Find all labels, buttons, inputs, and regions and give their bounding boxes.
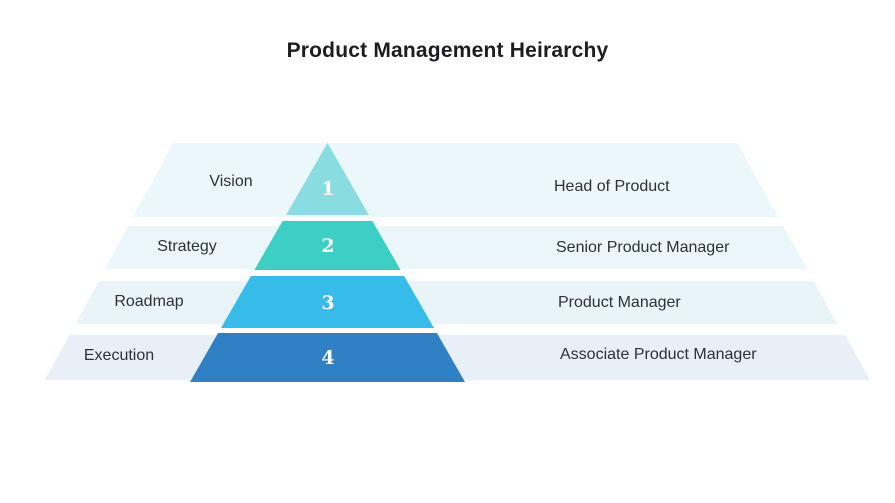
segment-number-4: 4	[321, 347, 335, 369]
role-label-senior-product-manager: Senior Product Manager	[556, 239, 730, 256]
segment-number-3: 3	[321, 292, 335, 314]
role-label-head-of-product: Head of Product	[554, 178, 670, 195]
pyramid-segment-1	[286, 143, 369, 215]
role-label-product-manager: Product Manager	[558, 294, 681, 311]
page-title: Product Management Heirarchy	[286, 39, 609, 62]
pyramid-segment-2	[254, 221, 401, 270]
pyramid-segment-4	[190, 333, 465, 382]
segment-number-2: 2	[321, 235, 335, 257]
role-label-associate-product-manager: Associate Product Manager	[560, 346, 757, 363]
pyramid-segment-3	[221, 276, 434, 328]
band-level-1	[133, 143, 779, 217]
level-label-roadmap: Roadmap	[114, 293, 184, 310]
level-label-execution: Execution	[83, 347, 155, 364]
band-level-3	[75, 281, 838, 324]
level-label-vision: Vision	[209, 173, 253, 190]
level-label-strategy: Strategy	[157, 238, 217, 255]
segment-number-1: 1	[321, 178, 335, 200]
